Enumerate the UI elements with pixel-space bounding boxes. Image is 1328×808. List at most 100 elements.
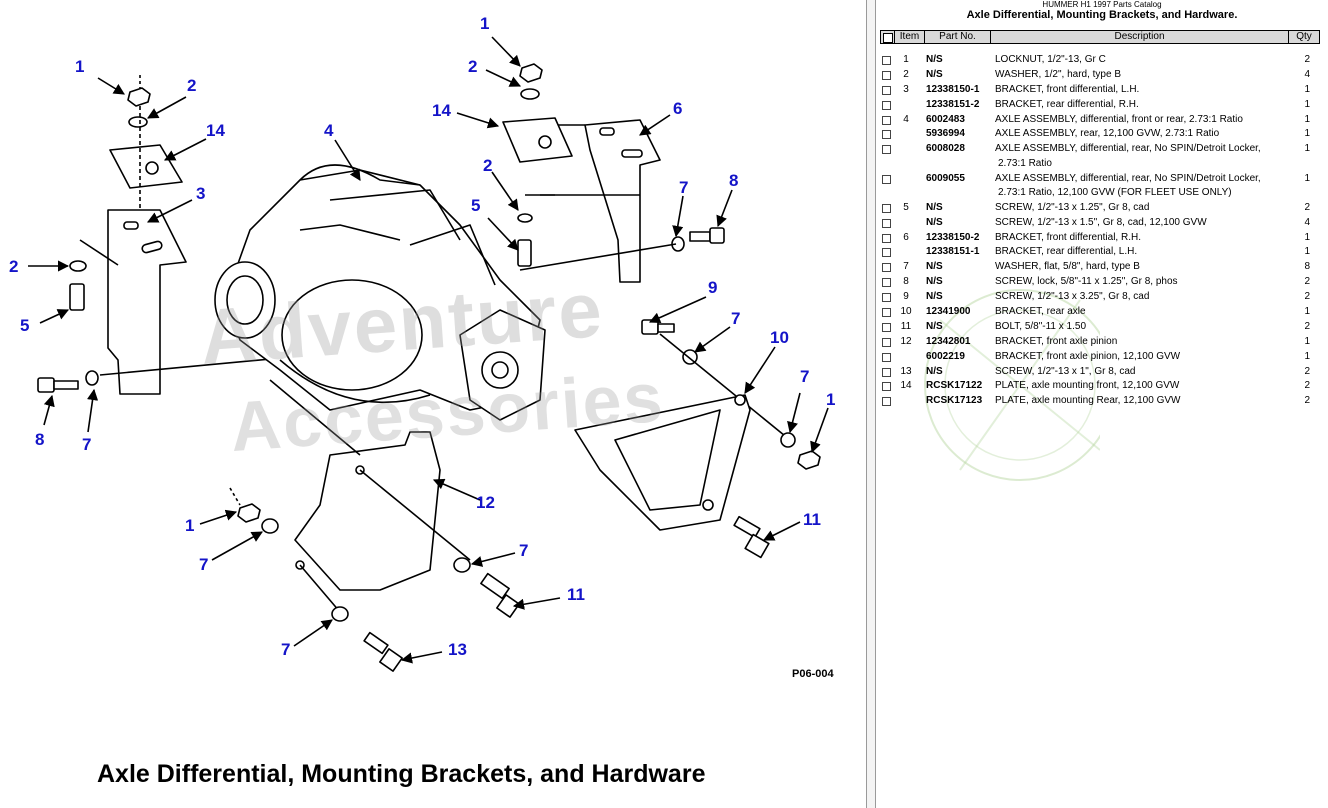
cell-description: BRACKET, front differential, R.H. — [995, 231, 1141, 243]
row-checkbox[interactable] — [882, 130, 891, 140]
callout-label: 14 — [432, 101, 451, 120]
cell-item: 11 — [900, 320, 912, 332]
callout-label: 14 — [206, 121, 225, 140]
cell-part-no: 6002219 — [926, 350, 965, 362]
row-checkbox[interactable] — [882, 100, 891, 110]
row-checkbox[interactable] — [882, 85, 891, 95]
row-checkbox[interactable] — [882, 233, 891, 243]
callout-label: 5 — [471, 196, 481, 215]
column-header-item[interactable]: Item — [895, 31, 925, 43]
cell-qty: 2 — [1304, 54, 1310, 65]
callout-label: 7 — [731, 309, 741, 328]
cell-description: SCREW, 1/2"-13 x 1", Gr 8, cad — [995, 365, 1136, 377]
cell-item: 7 — [903, 261, 909, 273]
row-checkbox[interactable] — [882, 322, 891, 332]
row-checkbox[interactable] — [882, 115, 891, 125]
callout-label: 1 — [480, 14, 490, 33]
callout-label: 2 — [9, 257, 19, 276]
row-checkbox[interactable] — [882, 248, 891, 258]
row-checkbox[interactable] — [882, 293, 891, 303]
cell-qty: 2 — [1304, 365, 1310, 377]
cell-item: 6 — [903, 231, 909, 243]
row-checkbox[interactable] — [882, 397, 891, 407]
cell-qty: 1 — [1304, 98, 1310, 110]
row-checkbox[interactable] — [882, 145, 891, 155]
cell-description: AXLE ASSEMBLY, differential, rear, No SP… — [995, 142, 1285, 172]
cell-part-no: N/S — [926, 216, 943, 228]
row-checkbox[interactable] — [882, 263, 891, 273]
cell-qty: 1 — [1304, 305, 1310, 317]
cell-description: AXLE ASSEMBLY, differential, rear, No SP… — [995, 172, 1285, 202]
cell-part-no: N/S — [926, 68, 943, 80]
column-header-part-no[interactable]: Part No. — [925, 31, 991, 43]
callout-label: 8 — [35, 430, 45, 449]
cell-part-no: 12341900 — [926, 305, 971, 317]
cell-item: 12 — [900, 335, 912, 347]
callout-label: 5 — [20, 316, 30, 335]
row-checkbox[interactable] — [882, 352, 891, 362]
row-checkbox[interactable] — [882, 278, 891, 288]
row-checkbox[interactable] — [882, 70, 891, 80]
column-header-qty[interactable]: Qty — [1296, 31, 1312, 42]
cell-description: WASHER, flat, 5/8", hard, type B — [995, 261, 1140, 273]
callout-label: 12 — [476, 493, 495, 512]
cell-item: 4 — [903, 113, 909, 125]
cell-part-no: 12338151-1 — [926, 246, 980, 258]
row-checkbox[interactable] — [882, 218, 891, 228]
cell-description: BOLT, 5/8"-11 x 1.50 — [995, 320, 1087, 332]
select-all-checkbox[interactable] — [881, 31, 895, 43]
cell-qty: 1 — [1304, 128, 1310, 140]
callout-label: 7 — [82, 435, 92, 454]
cell-part-no: RCSK17122 — [926, 380, 983, 392]
diagram-title: Axle Differential, Mounting Brackets, an… — [97, 760, 706, 788]
row-checkbox[interactable] — [882, 174, 891, 184]
watermark-logo — [924, 289, 1100, 481]
callout-label: 3 — [196, 184, 206, 203]
callout-label: 1 — [826, 390, 836, 409]
row-checkbox[interactable] — [882, 56, 891, 65]
cell-description: SCREW, 1/2"-13 x 1.25", Gr 8, cad — [995, 201, 1150, 213]
cell-item: 5 — [903, 201, 909, 213]
row-checkbox[interactable] — [882, 382, 891, 392]
callout-label: 7 — [800, 367, 810, 386]
cell-qty: 2 — [1304, 276, 1310, 288]
row-checkbox[interactable] — [882, 367, 891, 377]
cell-qty: 1 — [1304, 113, 1310, 125]
row-checkbox[interactable] — [882, 203, 891, 213]
callout-label: 1 — [75, 57, 85, 76]
pinion-bracket — [294, 431, 441, 591]
cell-qty: 1 — [1304, 172, 1310, 184]
row-checkbox[interactable] — [882, 337, 891, 347]
row-checkbox[interactable] — [882, 307, 891, 317]
cell-part-no: N/S — [926, 291, 943, 303]
description-line: 2.73:1 Ratio — [998, 158, 1052, 170]
pane-splitter[interactable] — [866, 0, 876, 808]
page-title: Axle Differential, Mounting Brackets, an… — [966, 9, 1238, 21]
column-header-description[interactable]: Description — [991, 31, 1289, 43]
callout-label: 13 — [448, 640, 467, 659]
cell-part-no: N/S — [926, 320, 943, 332]
